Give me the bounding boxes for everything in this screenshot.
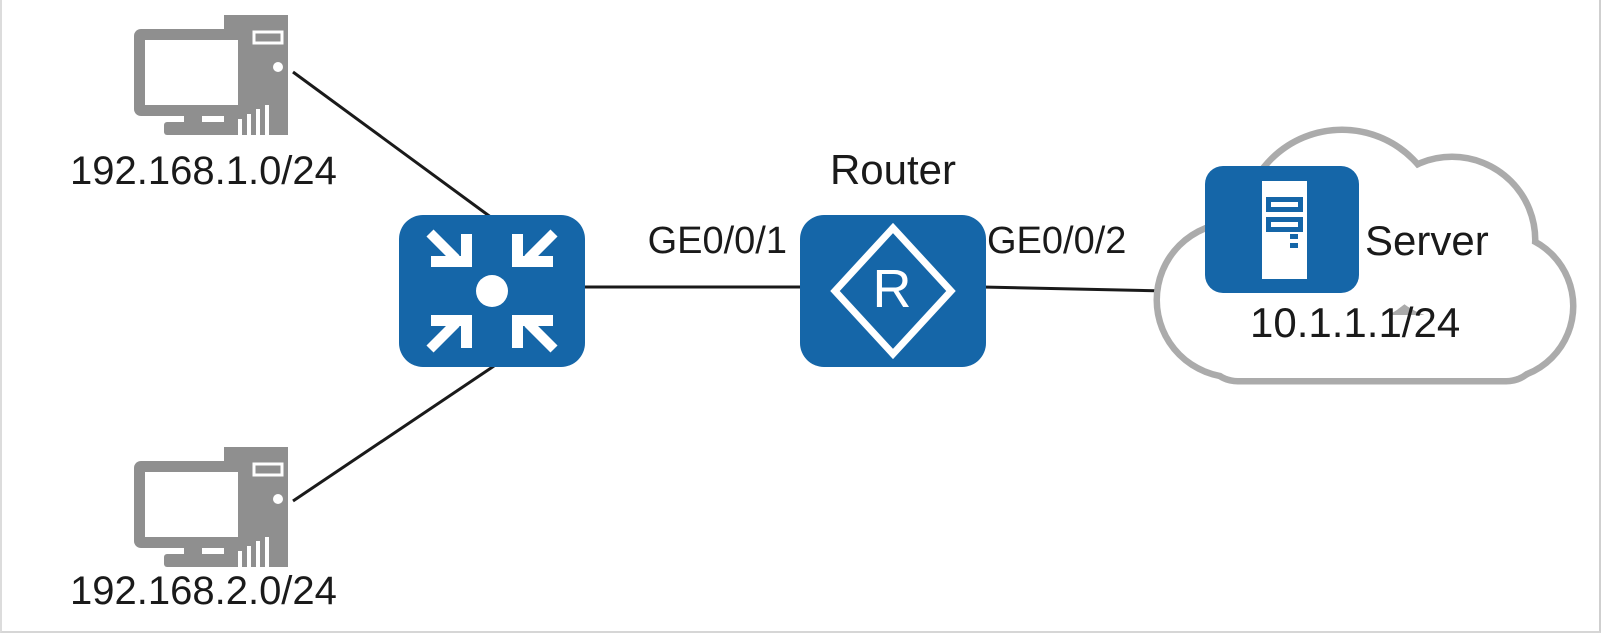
switch-arrow-br (512, 315, 558, 353)
switch-arrow-tl (426, 229, 472, 267)
link-pc1-switch[interactable] (292, 70, 493, 220)
interface-label-ge002: GE0/0/2 (987, 220, 1127, 262)
interface-label-ge001: GE0/0/1 (647, 220, 787, 262)
link-pc2-switch[interactable] (292, 364, 495, 503)
server-name-label: Server (1365, 217, 1489, 264)
pc1-icon[interactable] (128, 7, 290, 137)
pc2-icon[interactable] (128, 439, 290, 569)
switch-arrow-bl (426, 315, 472, 353)
pc1-network-label: 192.168.1.0/24 (70, 149, 337, 193)
server-ip-label: 10.1.1.1/24 (1250, 299, 1461, 346)
router-name-label: Router (829, 146, 957, 193)
router-glyph: R (873, 259, 912, 319)
link-lines (292, 70, 1168, 503)
pc2-network-label: 192.168.2.0/24 (70, 569, 337, 613)
server-icon[interactable] (1205, 166, 1359, 293)
link-router-cloud[interactable] (981, 285, 1168, 293)
switch-arrow-tr (512, 229, 558, 267)
switch-icon[interactable] (399, 215, 585, 367)
router-icon[interactable]: R (800, 215, 986, 367)
